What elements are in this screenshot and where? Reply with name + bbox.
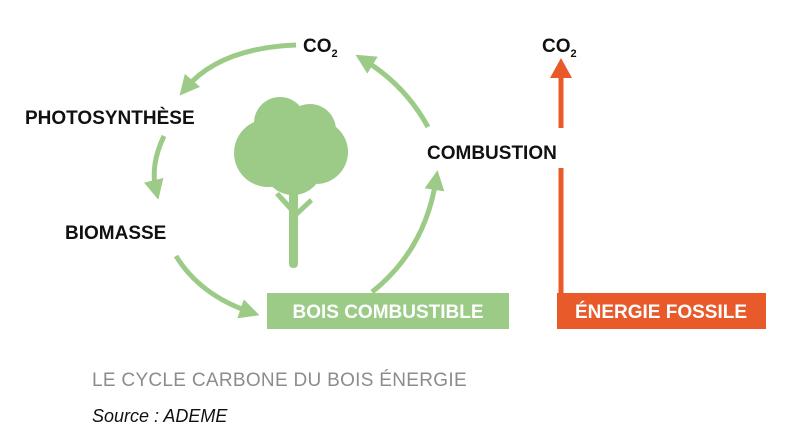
figure-source: Source : ADEME: [92, 406, 228, 426]
arrow-bois-to-combustion: [370, 170, 445, 294]
label-energie-fossile: ÉNERGIE FOSSILE: [575, 301, 747, 323]
label-bois-combustible: BOIS COMBUSTIBLE: [292, 302, 483, 323]
arrow-biomasse-to-bois: [173, 254, 260, 319]
label-photosynthese: PHOTOSYNTHÈSE: [25, 107, 195, 129]
co2-cycle-subscript: 2: [332, 48, 338, 60]
arrow-photosynthese-to-biomasse: [143, 134, 167, 200]
co2-fossil-main: CO: [542, 36, 571, 57]
arrow-head-fossil: [550, 58, 572, 78]
label-biomasse: BIOMASSE: [65, 223, 166, 244]
label-combustion: COMBUSTION: [427, 143, 557, 164]
label-co2-fossil: CO2: [542, 36, 577, 60]
co2-cycle-main: CO: [303, 36, 332, 57]
co2-fossil-subscript: 2: [571, 48, 577, 60]
energie-fossile-box: [557, 293, 766, 329]
figure-caption: LE CYCLE CARBONE DU BOIS ÉNERGIE: [92, 370, 467, 391]
arrow-co2-to-photosynthese: [179, 42, 297, 96]
bois-combustible-box: [267, 293, 509, 329]
tree-icon: [234, 97, 348, 268]
arrow-combustion-to-co2: [355, 54, 431, 129]
label-co2-cycle: CO2: [303, 36, 338, 60]
